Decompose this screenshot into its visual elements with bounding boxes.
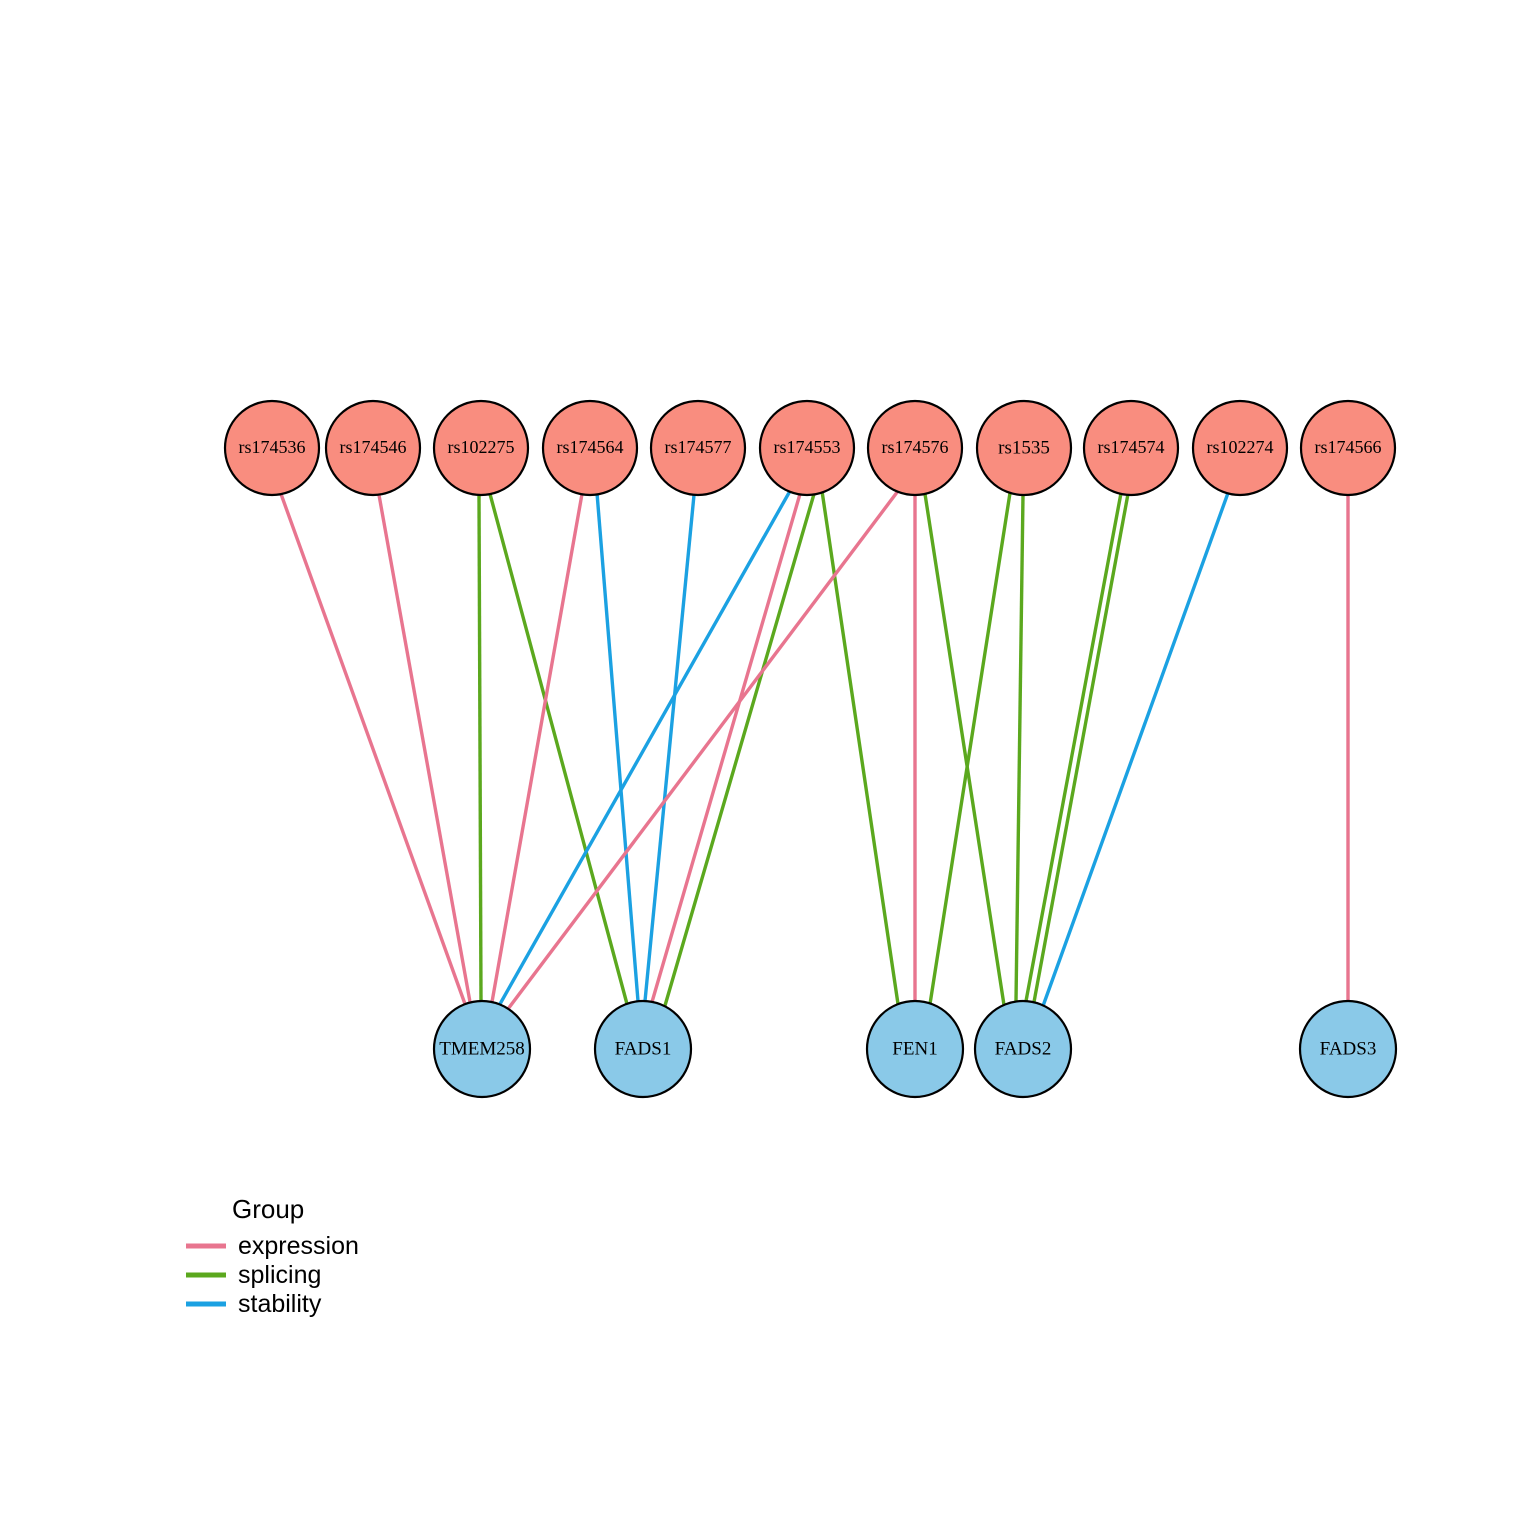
- legend-label-stability: stability: [238, 1290, 322, 1318]
- snp-node-rs174577[interactable]: rs174577: [649, 399, 747, 497]
- gene-node-TMEM258[interactable]: TMEM258: [432, 999, 532, 1099]
- snp-node-rs174574[interactable]: rs174574: [1082, 399, 1180, 497]
- snp-node-rs174576[interactable]: rs174576: [866, 399, 964, 497]
- edge-rs174553-FADS1-splicing: [662, 493, 816, 1010]
- edge-rs174574-FADS2-splicing: [1024, 492, 1123, 1002]
- snp-node-circle[interactable]: [223, 399, 321, 497]
- legend-label-expression: expression: [238, 1232, 359, 1260]
- edge-rs174576-FADS2-splicing: [923, 493, 1006, 1006]
- gene-node-FEN1[interactable]: FEN1: [865, 999, 965, 1099]
- snp-node-circle[interactable]: [866, 399, 964, 497]
- snp-node-rs102275[interactable]: rs102275: [432, 399, 530, 497]
- snp-node-circle[interactable]: [1082, 399, 1180, 497]
- snp-node-rs174553[interactable]: rs174553: [758, 399, 856, 497]
- gene-node-circle[interactable]: [865, 999, 965, 1099]
- legend-title: Group: [232, 1194, 304, 1224]
- edge-rs174564-TMEM258-expression: [490, 493, 584, 1003]
- snp-node-circle[interactable]: [649, 399, 747, 497]
- edge-rs1535-FADS2-splicing: [1014, 494, 1025, 1002]
- gene-node-circle[interactable]: [432, 999, 532, 1099]
- edge-rs174553-FEN1-splicing: [820, 490, 900, 1005]
- snp-node-rs174546[interactable]: rs174546: [324, 399, 422, 497]
- snp-node-circle[interactable]: [432, 399, 530, 497]
- snp-node-circle[interactable]: [758, 399, 856, 497]
- snp-node-circle[interactable]: [975, 399, 1073, 497]
- edge-rs174536-TMEM258-expression: [279, 493, 467, 1005]
- snp-node-rs174536[interactable]: rs174536: [223, 399, 321, 497]
- gene-node-FADS2[interactable]: FADS2: [973, 999, 1073, 1099]
- edge-rs174553-FADS1-expression: [650, 493, 802, 1003]
- snp-node-rs174564[interactable]: rs174564: [541, 399, 639, 497]
- gene-node-FADS1[interactable]: FADS1: [593, 999, 693, 1099]
- edge-rs174574-FADS2-splicing: [1032, 493, 1130, 1003]
- snp-node-rs1535[interactable]: rs1535: [975, 399, 1073, 497]
- gene-node-circle[interactable]: [593, 999, 693, 1099]
- edge-rs174553-TMEM258-stability: [498, 490, 792, 1005]
- edge-rs1535-FEN1-splicing: [928, 492, 1012, 1005]
- edge-rs174546-TMEM258-expression: [377, 494, 472, 1003]
- edge-rs102275-TMEM258-splicing: [477, 494, 483, 1002]
- snp-node-rs102274[interactable]: rs102274: [1191, 399, 1289, 497]
- edge-rs174564-FADS1-stability: [595, 492, 640, 1002]
- snp-node-circle[interactable]: [324, 399, 422, 497]
- snp-node-circle[interactable]: [1191, 399, 1289, 497]
- edge-rs102274-FADS2-stability: [1041, 492, 1230, 1007]
- snp-node-circle[interactable]: [541, 399, 639, 497]
- edge-rs174576-TMEM258-expression: [506, 489, 900, 1011]
- edge-rs174577-FADS1-stability: [643, 494, 696, 1002]
- gene-node-FADS3[interactable]: FADS3: [1298, 999, 1398, 1099]
- edge-rs102275-FADS1-splicing: [488, 493, 629, 1005]
- snp-node-rs174566[interactable]: rs174566: [1299, 399, 1397, 497]
- edges-layer: [279, 489, 1350, 1011]
- gene-node-circle[interactable]: [973, 999, 1073, 1099]
- gene-node-circle[interactable]: [1298, 999, 1398, 1099]
- snp-node-circle[interactable]: [1299, 399, 1397, 497]
- legend-label-splicing: splicing: [238, 1261, 321, 1289]
